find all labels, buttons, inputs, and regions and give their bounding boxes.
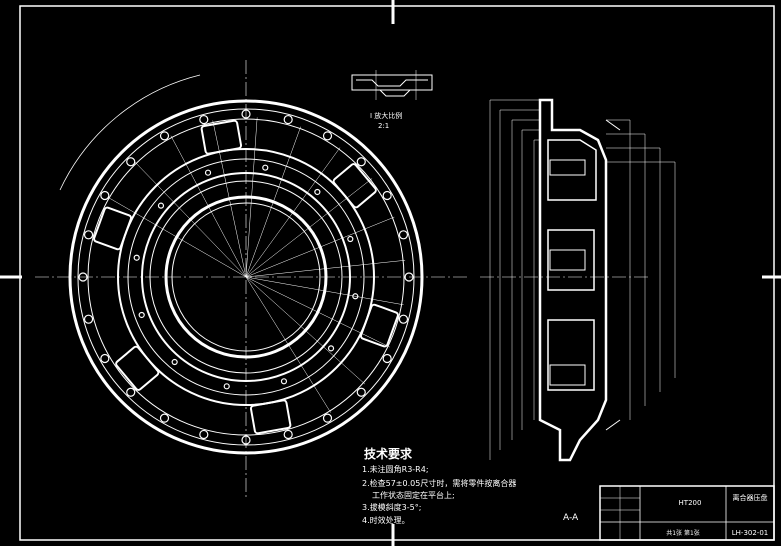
radial-line [212, 120, 247, 278]
radial-line [134, 161, 247, 278]
bolt-hole [398, 230, 409, 240]
radial-line [107, 196, 247, 278]
bolt-hole [356, 387, 366, 397]
tech-req-item-5: 4.时效处理。 [362, 515, 410, 525]
bolt-hole [126, 387, 136, 397]
inner-hole [138, 311, 145, 319]
tech-req-title: 技术要求 [364, 446, 413, 461]
radial-line [245, 178, 373, 278]
bolt-hole [322, 131, 333, 141]
bolt-hole [404, 272, 414, 282]
bolt-hole [100, 353, 110, 364]
bolt-hole [283, 114, 293, 125]
bolt-hole [322, 413, 333, 423]
detail-caption: I 放大比例 [370, 111, 402, 120]
title-block-sheet: 共1张 第1张 [666, 529, 700, 537]
radial-line [245, 276, 331, 413]
lug [200, 119, 243, 155]
bolt-hole [199, 429, 209, 440]
bolt-hole [126, 157, 136, 167]
bolt-hole [159, 131, 170, 141]
detail-view [351, 70, 433, 100]
bolt-hole [199, 114, 209, 125]
dimension-lines [489, 99, 676, 460]
inner-hole [204, 169, 212, 176]
tech-req-item-1: 1.未注圆角R3-R4; [362, 464, 429, 474]
radial-line [245, 276, 390, 348]
bolt-hole [241, 109, 251, 119]
bolt-hole [283, 429, 293, 440]
inner-hole [280, 378, 288, 385]
radial-line [245, 260, 406, 278]
bolt-hole [382, 353, 392, 364]
section-label: A-A [563, 513, 579, 523]
bolt-hole [241, 435, 251, 445]
radial-lines [107, 117, 406, 413]
inner-hole [352, 293, 359, 300]
inner-hole [262, 164, 269, 171]
tech-req-item-4: 3.拔模斜度3-5°; [362, 502, 421, 512]
radial-line [245, 117, 258, 278]
lug [359, 303, 399, 348]
inner-hole [133, 254, 140, 261]
inner-hole [347, 235, 354, 243]
inner-hole [171, 358, 178, 366]
lug [93, 206, 133, 251]
inner-hole [314, 188, 321, 196]
bolt-hole [398, 314, 409, 324]
radial-line [245, 126, 301, 278]
bolt-holes [78, 109, 414, 445]
tech-req-item-3: 工作状态固定在平台上; [372, 490, 455, 500]
lug [115, 345, 160, 391]
bolt-hole [83, 230, 94, 240]
inner-hole [327, 345, 335, 352]
section-view [538, 98, 621, 462]
lugs [93, 119, 399, 435]
tech-req-item-2: 2.检查57±0.05尺寸时，需将零件按离合器 [362, 478, 516, 488]
bolt-hole [78, 272, 88, 282]
inner-hole [157, 202, 165, 209]
front-view [59, 74, 424, 455]
centerlines [35, 60, 650, 500]
bolt-hole [382, 190, 392, 201]
radial-line [245, 276, 404, 306]
radial-line [245, 147, 341, 278]
radial-line [170, 135, 247, 278]
radial-line [245, 276, 366, 385]
title-block [599, 485, 775, 541]
radial-line [245, 216, 395, 278]
title-block-material: HT200 [679, 499, 702, 507]
detail-scale: 2:1 [378, 122, 389, 130]
inner-hole [223, 383, 230, 390]
lug [332, 163, 377, 209]
bolt-hole [83, 314, 94, 324]
title-block-part-name: 离合器压盘 [733, 493, 768, 502]
title-block-drawing-no: LH-302-01 [732, 529, 768, 537]
bolt-hole [159, 413, 170, 423]
lug [249, 399, 292, 435]
bolt-hole [100, 190, 110, 201]
bolt-hole [356, 157, 366, 167]
